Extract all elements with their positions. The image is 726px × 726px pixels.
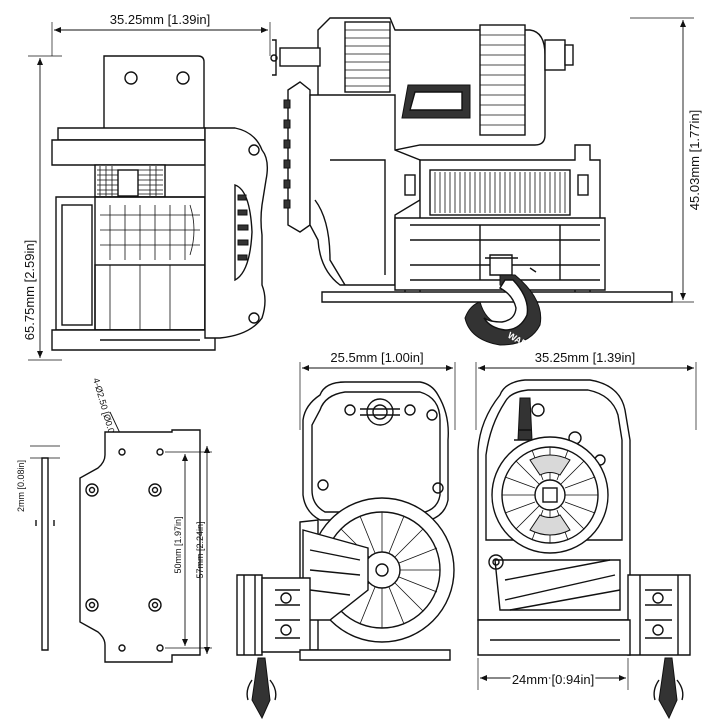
hole-spacing-inner-label: 50mm [1.97in] <box>173 516 183 573</box>
back-width-dimension: 35.25mm [1.39in] <box>475 350 697 430</box>
right-height-dimension: 45.03mm [1.77in] <box>630 17 702 303</box>
left-height-dimension: 65.75mm [2.59in] <box>22 55 62 361</box>
front-width-dimension: 25.5mm [1.00in] <box>299 350 456 430</box>
top-view: 35.25mm [1.39in] 65.75mm [2.59in] <box>22 12 271 361</box>
hole-spacing-dimensions: 50mm [1.97in] 57mm [2.24in] <box>165 446 212 654</box>
back-width-label: 35.25mm [1.39in] <box>535 350 635 365</box>
thickness-label: 2mm [0.08in] <box>16 460 26 512</box>
bracket-holes <box>85 448 164 652</box>
front-width-label: 25.5mm [1.00in] <box>330 350 423 365</box>
bottom-width-label: 24mm [0.94in] <box>512 672 594 687</box>
side-view: 45.03mm [1.77in] <box>270 17 702 352</box>
gear-teeth-side <box>237 194 249 261</box>
bracket-thickness-profile: 2mm [0.08in] <box>16 445 60 651</box>
motor-cooling-fins <box>344 21 526 136</box>
top-width-label: 35.25mm [1.39in] <box>110 12 210 27</box>
right-height-label: 45.03mm [1.77in] <box>687 110 702 210</box>
hole-spacing-outer-label: 57mm [2.24in] <box>195 521 205 578</box>
bottom-width-dimension: 24mm [0.94in] <box>477 658 629 690</box>
mounting-bracket-view: 4-Ø2.50 [Ø0.09] 2mm [0.08in] 50mm [ <box>16 377 212 663</box>
left-height-label: 65.75mm [2.59in] <box>22 240 37 340</box>
drum-cable-windings <box>429 169 571 216</box>
fan-blades <box>502 447 598 543</box>
top-width-dimension: 35.25mm [1.39in] <box>51 12 271 56</box>
winch-hook: WARN <box>464 254 542 352</box>
spur-gear-teeth <box>283 99 291 209</box>
front-view: 25.5mm [1.00in] <box>236 350 456 720</box>
back-view: 35.25mm [1.39in] <box>475 350 697 720</box>
flywheel-spokes <box>324 512 440 628</box>
motor-fins <box>100 204 200 260</box>
